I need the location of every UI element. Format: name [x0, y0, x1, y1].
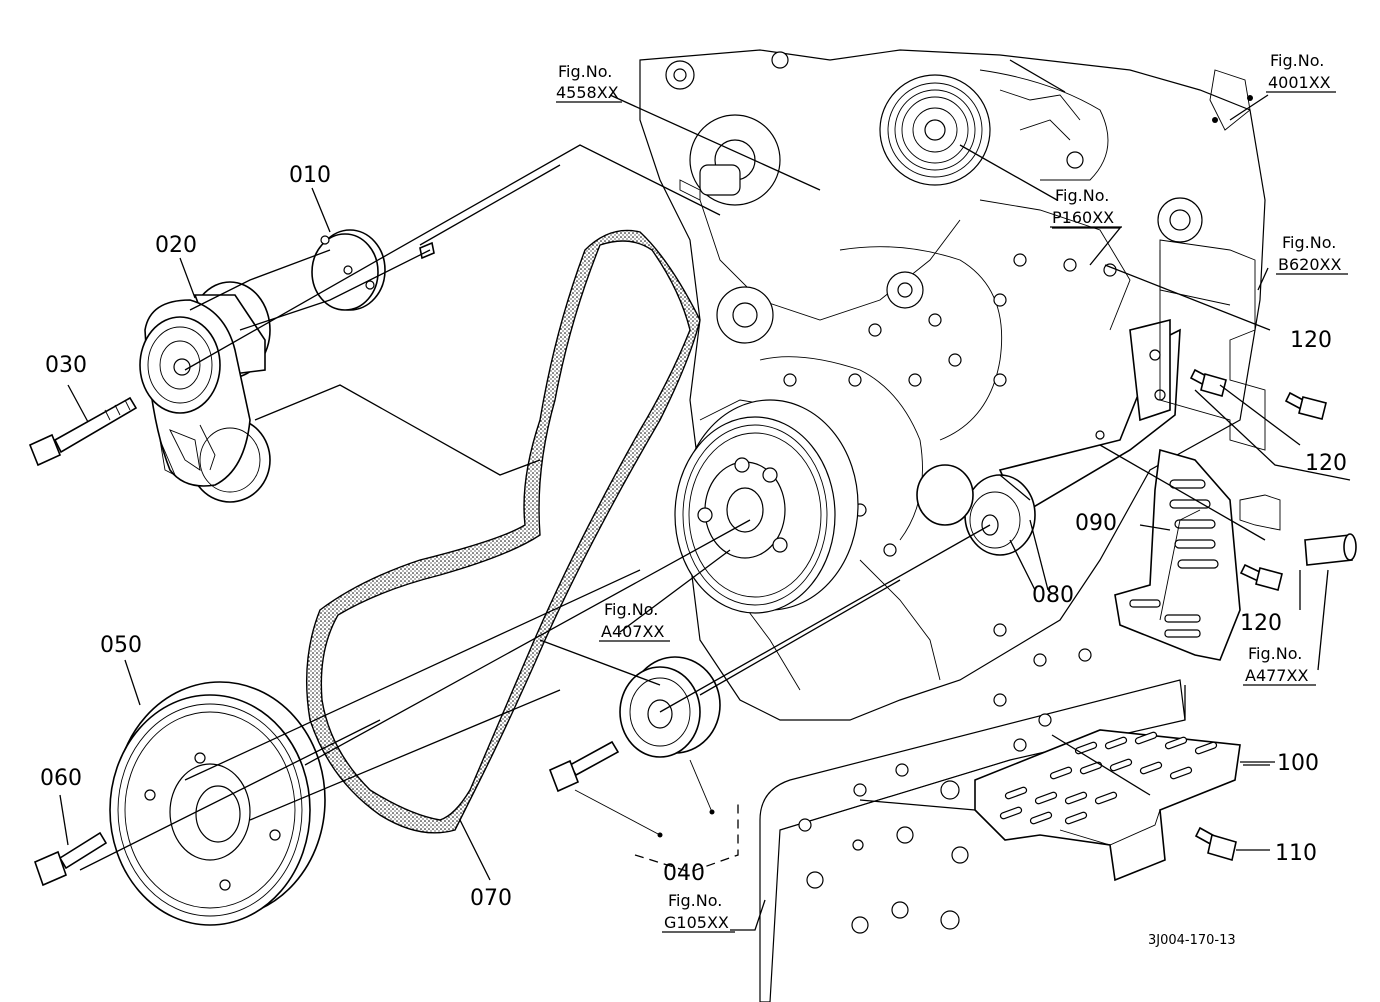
label-080: 080: [1032, 583, 1074, 608]
plate-100: [974, 729, 1241, 882]
bolt-060: [34, 831, 108, 887]
bolt-030: [28, 396, 138, 467]
svg-text:Fig.No.: Fig.No.: [1248, 644, 1302, 663]
label-100: 100: [1277, 751, 1319, 776]
bolt-120-upper: [1189, 368, 1227, 397]
label-120-bottom: 120: [1240, 611, 1282, 636]
label-040: 040: [663, 861, 705, 886]
figure-refs: Fig.No. 4558XX Fig.No. 4001XX Fig.No. P1…: [556, 51, 1348, 933]
label-120-middle: 120: [1305, 451, 1347, 476]
svg-text:4001XX: 4001XX: [1268, 73, 1331, 92]
figref-4558: Fig.No. 4558XX: [556, 62, 622, 103]
idler-pulley: [548, 656, 721, 838]
svg-text:B620XX: B620XX: [1278, 255, 1341, 274]
bracket-b620: [1159, 239, 1266, 451]
part-labels: 010 020 030 050 060 070 040 080 090 100 …: [40, 163, 1347, 911]
bolt-110: [1194, 826, 1237, 862]
flywheel-housing-plate: [759, 648, 1186, 1002]
drawing-code: 3J004-170-13: [1148, 933, 1236, 948]
label-090: 090: [1075, 511, 1117, 536]
bolt-120-right: [1284, 391, 1327, 420]
label-060: 060: [40, 766, 82, 791]
label-020: 020: [155, 233, 197, 258]
svg-text:A407XX: A407XX: [601, 622, 664, 641]
svg-text:A477XX: A477XX: [1245, 666, 1308, 685]
figref-g105: Fig.No. G105XX: [662, 891, 735, 933]
label-050: 050: [100, 633, 142, 658]
figref-a407: Fig.No. A407XX: [599, 600, 670, 642]
pipe-fitting: [1304, 533, 1357, 566]
belt-070: [305, 229, 701, 834]
label-120-top: 120: [1290, 328, 1332, 353]
belt-tensioner: [139, 281, 271, 503]
label-010: 010: [289, 163, 331, 188]
plate-slots: [999, 731, 1218, 825]
label-070: 070: [470, 886, 512, 911]
svg-text:Fig.No.: Fig.No.: [1055, 186, 1109, 205]
svg-text:Fig.No.: Fig.No.: [1270, 51, 1324, 70]
kit-bracket-040: [574, 759, 739, 873]
leader-lines: [59, 59, 1351, 931]
svg-text:4558XX: 4558XX: [556, 83, 619, 102]
figref-4001: Fig.No. 4001XX: [1266, 51, 1336, 93]
crank-pulley-050: [109, 681, 326, 926]
svg-text:G105XX: G105XX: [664, 913, 729, 932]
label-030: 030: [45, 353, 87, 378]
figref-b620: Fig.No. B620XX: [1276, 233, 1348, 275]
svg-text:P160XX: P160XX: [1052, 208, 1114, 227]
label-110: 110: [1275, 841, 1317, 866]
svg-text:Fig.No.: Fig.No.: [604, 600, 658, 619]
figref-p160: Fig.No. P160XX: [1050, 186, 1122, 228]
svg-text:Fig.No.: Fig.No.: [1282, 233, 1336, 252]
crankshaft-pulley: [674, 399, 859, 614]
svg-text:Fig.No.: Fig.No.: [558, 62, 612, 81]
bolt-120-lower: [1239, 563, 1283, 591]
svg-text:Fig.No.: Fig.No.: [668, 891, 722, 910]
figref-a477: Fig.No. A477XX: [1243, 644, 1316, 686]
bracket-090: [1114, 448, 1241, 661]
spacer-plate: [311, 229, 435, 311]
